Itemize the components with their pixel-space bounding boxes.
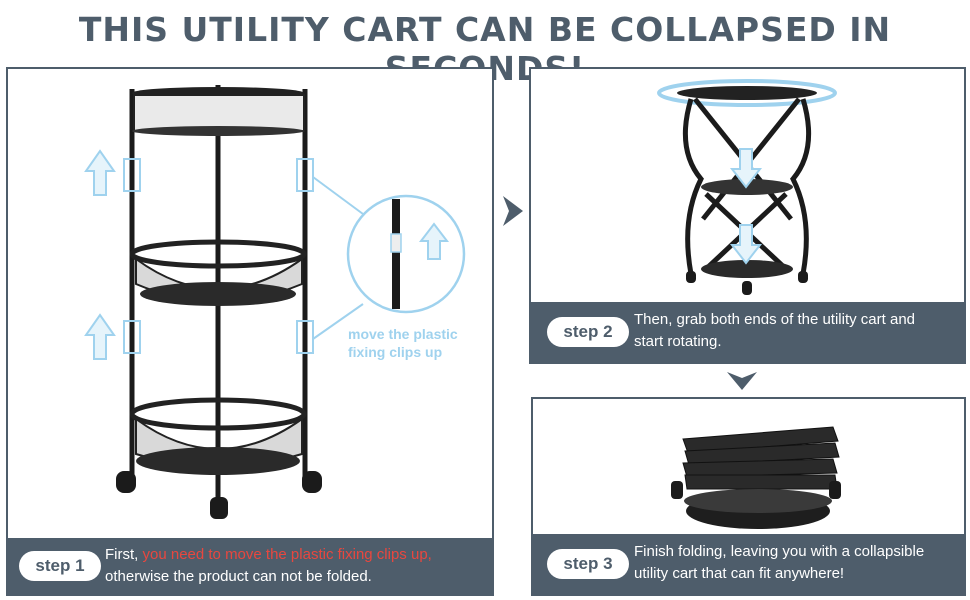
cart-rotating-illustration — [657, 79, 837, 295]
cart-folded-illustration — [671, 426, 841, 529]
step3-caption-bar: step 3 Finish folding, leaving you with … — [533, 534, 964, 594]
step1-text-b: otherwise the product can not be folded. — [105, 568, 372, 585]
clip-note-line2: fixing clips up — [348, 344, 443, 360]
step2-caption-bar: step 2 Then, grab both ends of the utili… — [531, 302, 964, 362]
step1-caption-bar: step 1 First, you need to move the plast… — [8, 538, 492, 594]
step2-text-line1: Then, grab both ends of the utility cart… — [634, 311, 916, 328]
step3-text-line2: utility cart that can fit anywhere! — [634, 565, 845, 582]
next-step-arrow-down — [727, 372, 757, 390]
step1-text: First, you need to move the plastic fixi… — [105, 544, 432, 588]
step2-text: Then, grab both ends of the utility cart… — [634, 309, 915, 353]
step3-panel: step 3 Finish folding, leaving you with … — [531, 397, 966, 596]
step3-text-line1: Finish folding, leaving you with a colla… — [634, 543, 925, 560]
step1-text-a: First, — [105, 546, 143, 563]
step1-text-red: you need to move the plastic fixing clip… — [142, 546, 432, 563]
clip-note: move the plastic fixing clips up — [348, 325, 458, 361]
step2-panel: step 2 Then, grab both ends of the utili… — [529, 67, 966, 364]
step2-badge: step 2 — [547, 317, 629, 347]
step3-badge: step 3 — [547, 549, 629, 579]
clip-note-line1: move the plastic — [348, 326, 458, 342]
step3-text: Finish folding, leaving you with a colla… — [634, 541, 924, 585]
step1-badge: step 1 — [19, 551, 101, 581]
cart-upright-illustration — [84, 85, 466, 519]
step1-panel: move the plastic fixing clips up step 1 … — [6, 67, 494, 596]
next-step-arrow-right — [503, 196, 523, 226]
step2-text-line2: start rotating. — [634, 333, 722, 350]
